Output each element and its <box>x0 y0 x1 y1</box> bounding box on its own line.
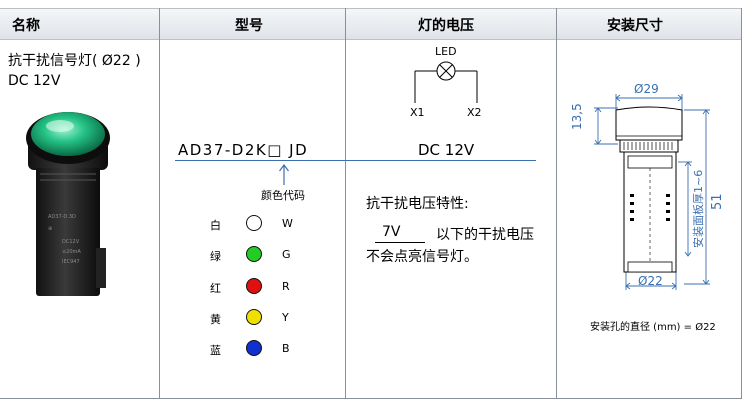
led-label: LED <box>435 45 457 58</box>
color-name: 白 <box>210 219 221 232</box>
led-circuit-diagram <box>414 61 478 103</box>
divider-1 <box>159 8 160 398</box>
bottom-border <box>0 398 742 399</box>
rated-voltage: DC 12V <box>418 141 475 159</box>
color-letter: G <box>282 248 291 261</box>
terminal-x2: X2 <box>467 106 482 119</box>
svg-text:DC12V: DC12V <box>62 239 80 245</box>
color-swatch <box>246 278 262 294</box>
color-name: 红 <box>210 282 221 295</box>
svg-text:⊕: ⊕ <box>48 226 52 232</box>
color-letter: Y <box>282 311 289 324</box>
header-mounting: 安装尺寸 <box>607 18 663 34</box>
divider-3 <box>556 8 557 398</box>
model-underline <box>175 160 536 161</box>
divider-2 <box>345 8 346 398</box>
dim-bottom-width: Ø22 <box>638 274 663 288</box>
color-swatch <box>246 215 262 231</box>
feature-voltage-underline <box>375 242 425 243</box>
product-name: 抗干扰信号灯( Ø22 ) <box>8 53 141 69</box>
header-voltage: 灯的电压 <box>418 18 474 34</box>
color-swatch <box>246 340 262 356</box>
feature-voltage: 7V <box>382 224 401 240</box>
feature-title: 抗干扰电压特性: <box>366 196 469 212</box>
table-header <box>0 8 741 40</box>
product-voltage: DC 12V <box>8 73 61 89</box>
svg-text:IEC947: IEC947 <box>62 259 80 265</box>
color-letter: W <box>282 217 293 230</box>
hole-diameter-note: 安装孔的直径 (mm) = Ø22 <box>590 322 716 333</box>
feature-line2: 不会点亮信号灯。 <box>366 249 478 265</box>
color-letter: B <box>282 342 290 355</box>
arrow-up-icon <box>279 164 289 185</box>
header-name: 名称 <box>12 18 40 34</box>
color-letter: R <box>282 280 290 293</box>
color-name: 蓝 <box>210 344 221 357</box>
color-swatch <box>246 246 262 262</box>
dimension-drawing <box>594 94 710 290</box>
svg-text:≤20mA: ≤20mA <box>62 249 81 255</box>
divider-4 <box>741 8 742 398</box>
header-model: 型号 <box>235 18 263 34</box>
dim-top-width: Ø29 <box>634 82 659 96</box>
model-code: AD37-D2K□ JD <box>178 141 309 159</box>
color-code-label: 颜色代码 <box>261 189 305 202</box>
color-name: 绿 <box>210 250 221 263</box>
color-swatch <box>246 309 262 325</box>
dim-total-height: 51 <box>710 193 725 210</box>
product-photo: AD37-D.3D ⊕ DC12V ≤20mA IEC947 <box>26 112 110 296</box>
dim-cap-height: 13,5 <box>570 103 584 130</box>
svg-text:AD37-D.3D: AD37-D.3D <box>48 214 76 220</box>
color-name: 黄 <box>210 313 221 326</box>
feature-line1: 以下的干扰电压 <box>436 227 534 243</box>
dim-panel-thickness: 安装面板厚1~6 <box>692 169 705 248</box>
terminal-x1: X1 <box>410 106 425 119</box>
